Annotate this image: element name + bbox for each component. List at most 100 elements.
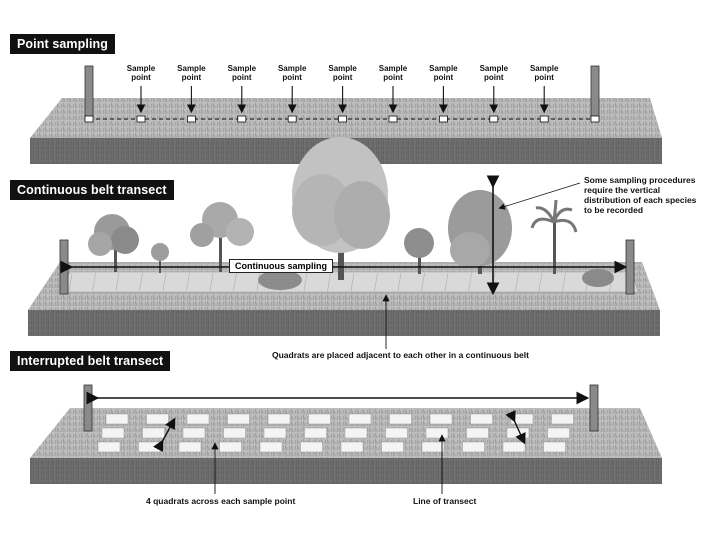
quadrat	[138, 441, 161, 453]
quadrat	[389, 413, 412, 425]
interrupted-left-pole	[83, 384, 93, 432]
quadrat-divider	[233, 272, 237, 292]
dense-shrub	[448, 190, 512, 274]
pole-end-marker	[84, 115, 94, 123]
quadrat-divider	[562, 272, 566, 292]
sample-point-label: Sample point	[177, 64, 206, 82]
sample-point-label: Sample point	[429, 64, 458, 82]
quadrat	[223, 427, 246, 439]
quadrats-per-point-note: 4 quadrats across each sample point	[146, 496, 296, 506]
continuous-belt-title: Continuous belt transect	[10, 180, 174, 200]
vertical-distribution-note: Some sampling procedures require the ver…	[584, 175, 697, 215]
quadrat	[182, 427, 206, 439]
quadrat	[385, 427, 408, 439]
quadrat-divider	[444, 272, 449, 292]
quadrat	[263, 427, 287, 439]
quadrat-divider	[115, 272, 120, 292]
quadrat-divider	[303, 272, 308, 292]
quadrat	[470, 413, 493, 425]
low-shrub	[258, 270, 302, 290]
interrupted-quadrats	[97, 413, 574, 453]
quadrat-divider	[92, 272, 96, 292]
quadrat	[267, 413, 291, 425]
sample-point-marker	[388, 115, 398, 123]
interrupted-belt-title: Interrupted belt transect	[10, 351, 171, 371]
sample-point-marker	[237, 115, 247, 123]
sample-point-label: Sample point	[479, 64, 509, 82]
quadrat	[308, 413, 331, 425]
quadrat	[425, 427, 449, 439]
quadrat	[304, 427, 327, 439]
quadrat	[421, 441, 445, 453]
pole-end-marker	[590, 115, 600, 123]
belt-left-pole	[59, 239, 69, 295]
sample-point-label: Sample point	[277, 64, 307, 82]
quadrat-divider	[515, 272, 519, 292]
vegetation	[88, 137, 614, 290]
quadrat	[219, 441, 242, 453]
sample-point-label: Sample point	[529, 64, 559, 82]
palm	[530, 199, 578, 274]
quadrat-divider	[162, 272, 167, 292]
line-of-transect-note: Line of transect	[413, 496, 477, 506]
left-pole	[84, 65, 94, 121]
quadrat-divider	[538, 272, 543, 292]
quadrat	[429, 413, 453, 425]
quadrat	[227, 413, 250, 425]
quadrat-divider	[421, 272, 425, 292]
tree-bare	[190, 202, 254, 272]
quadrat-divider	[397, 272, 402, 292]
quadrat	[97, 441, 121, 453]
sample-point-marker	[136, 115, 146, 123]
quadrat	[551, 413, 574, 425]
quadrat	[105, 413, 129, 425]
quadrat	[300, 441, 323, 453]
quadrat-divider	[374, 272, 378, 292]
quadrat	[348, 413, 372, 425]
sample-point-label: Sample point	[227, 64, 257, 82]
small-bush	[582, 269, 614, 287]
sample-point-label: Sample point	[126, 64, 156, 82]
quadrat	[340, 441, 364, 453]
sample-point-marker	[338, 115, 348, 123]
quadrat-divider	[327, 272, 331, 292]
quadrat	[547, 427, 570, 439]
interrupted-right-pole	[589, 384, 599, 432]
quadrat	[543, 441, 566, 453]
quadrat-divider	[68, 272, 73, 292]
sample-point-marker	[539, 115, 549, 123]
shrub-1	[88, 214, 139, 272]
cross-arrow-left	[153, 417, 176, 453]
quadrat-divider	[186, 272, 190, 292]
sample-point-label: Sample point	[328, 64, 357, 82]
quadrat	[178, 441, 202, 453]
quadrat	[186, 413, 210, 425]
quadrat	[510, 413, 534, 425]
quadrat-divider	[350, 272, 355, 292]
point-sampling-title: Point sampling	[10, 34, 115, 54]
sample-point-marker	[186, 115, 196, 123]
vertical-note-leader	[498, 182, 581, 210]
quadrat	[146, 413, 169, 425]
belt-right-pole	[625, 239, 635, 295]
right-pole	[590, 65, 600, 121]
quadrat-divider	[468, 272, 472, 292]
quadrat	[259, 441, 283, 453]
quadrat	[466, 427, 489, 439]
quadrat-divider	[209, 272, 214, 292]
cross-arrow-right	[505, 410, 526, 445]
sample-point-marker	[489, 115, 499, 123]
quadrat	[381, 441, 404, 453]
quadrat	[101, 427, 125, 439]
quadrat	[502, 441, 526, 453]
sample-point-label: Sample point	[378, 64, 408, 82]
quadrat	[344, 427, 368, 439]
large-tree	[292, 137, 390, 280]
quadrat-divider	[139, 272, 143, 292]
quadrat	[462, 441, 485, 453]
sample-point-marker	[287, 115, 297, 123]
continuous-sampling-label: Continuous sampling	[229, 259, 333, 273]
quadrat	[142, 427, 165, 439]
